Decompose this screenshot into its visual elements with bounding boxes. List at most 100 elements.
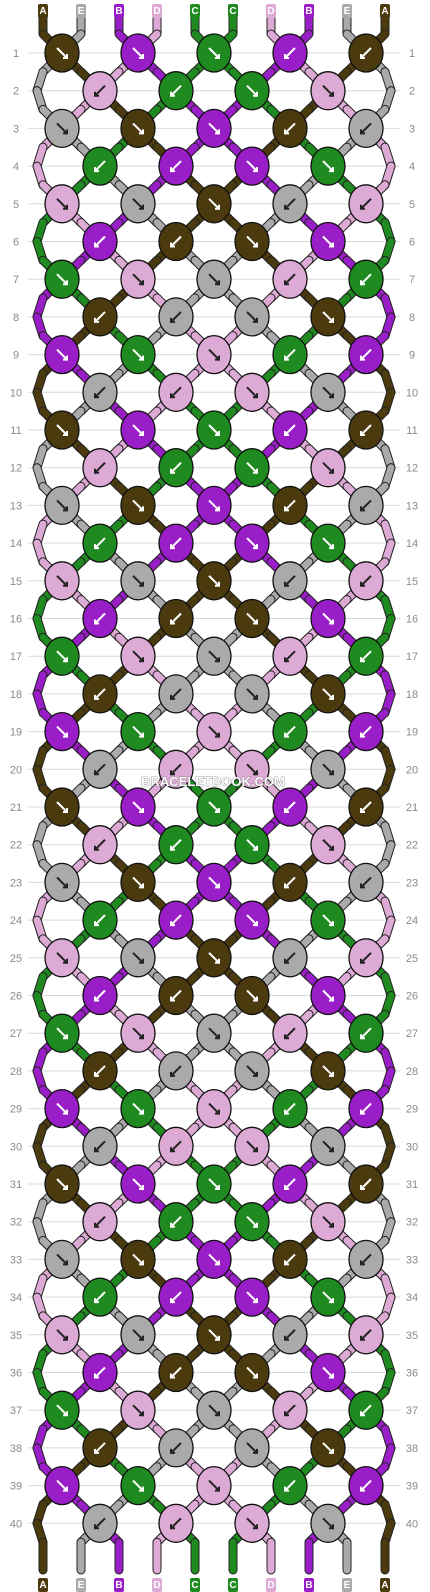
knot-arrow-head-icon xyxy=(329,845,334,851)
row-number-right: 22 xyxy=(406,840,418,852)
knot-arrow-icon xyxy=(132,47,144,59)
knot xyxy=(120,410,156,450)
knot-arrow-head-icon xyxy=(215,1486,220,1492)
knot xyxy=(310,297,346,337)
knot-arrow-head-icon xyxy=(360,657,365,663)
knot xyxy=(272,636,308,676)
knot-arrow-icon xyxy=(94,838,106,851)
knot-arrow-icon xyxy=(322,688,334,700)
knot-arrow-icon xyxy=(208,1253,220,1266)
row-number-right: 17 xyxy=(406,651,418,663)
knot xyxy=(196,561,232,601)
knot xyxy=(310,1126,346,1166)
knot-arrow-head-icon xyxy=(139,129,144,135)
knot-arrow-icon xyxy=(56,1253,68,1266)
knot-arrow-icon xyxy=(170,1517,182,1530)
knot-arrow-head-icon xyxy=(329,91,334,97)
knot-arrow-head-icon xyxy=(284,54,289,59)
knot xyxy=(44,259,80,299)
knot-arrow-head-icon xyxy=(63,506,68,512)
knot xyxy=(82,825,118,865)
thread-letter: C xyxy=(229,6,236,17)
knot xyxy=(272,184,308,224)
knot-arrow-head-icon xyxy=(139,1109,144,1115)
row-number-right: 37 xyxy=(406,1405,418,1417)
knot-arrow-head-icon xyxy=(139,54,144,59)
knot xyxy=(120,1239,156,1280)
knot-arrow-head-icon xyxy=(329,996,334,1002)
thread-letter: B xyxy=(115,6,122,17)
knot-arrow-head-icon xyxy=(360,280,365,286)
knot xyxy=(234,1051,270,1091)
knot xyxy=(310,749,346,789)
thread-letter: B xyxy=(115,1580,122,1591)
knot xyxy=(82,1503,118,1543)
knot-arrow-head-icon xyxy=(215,1109,220,1115)
row-number-right: 38 xyxy=(406,1443,418,1455)
knot-arrow-head-icon xyxy=(360,129,365,135)
row-number-left: 16 xyxy=(10,614,22,626)
knot xyxy=(348,1164,384,1204)
knot-arrow-icon xyxy=(322,1517,334,1530)
knot-arrow-head-icon xyxy=(329,921,334,927)
knot-arrow-icon xyxy=(170,386,182,399)
knot-arrow-icon xyxy=(56,952,68,964)
row-number-left: 14 xyxy=(10,538,22,550)
knot-arrow-head-icon xyxy=(94,921,99,927)
knot xyxy=(272,485,308,526)
thread-letter-bg xyxy=(228,4,238,18)
thread-letter-bg xyxy=(114,4,124,18)
knot xyxy=(82,372,118,412)
knot-arrow-icon xyxy=(132,198,144,210)
knot-arrow-head-icon xyxy=(360,958,365,964)
thread-letter-bg xyxy=(152,1578,162,1592)
knot xyxy=(234,674,270,714)
knot-arrow-head-icon xyxy=(329,1147,334,1153)
knot-arrow-icon xyxy=(56,1027,68,1039)
row-number-right: 31 xyxy=(406,1179,418,1191)
knot xyxy=(196,1315,232,1355)
row-number-right: 24 xyxy=(406,915,418,927)
row-number-left: 26 xyxy=(10,991,22,1003)
knot-arrow-icon xyxy=(246,1215,258,1228)
row-number-right: 5 xyxy=(409,199,415,211)
row-number-left: 29 xyxy=(10,1104,22,1116)
knot-arrow-icon xyxy=(56,1102,68,1115)
knot-arrow-head-icon xyxy=(215,808,220,813)
knot-arrow-head-icon xyxy=(94,1524,99,1530)
knot-arrow-icon xyxy=(132,499,144,512)
thread-letter-bg xyxy=(114,1578,124,1592)
knot xyxy=(234,1428,270,1468)
knot-arrow-head-icon xyxy=(329,770,334,776)
knot-arrow-head-icon xyxy=(139,204,144,210)
knot-arrow-icon xyxy=(322,1065,334,1077)
knot-arrow-icon xyxy=(208,47,220,59)
knot-arrow-icon xyxy=(94,989,106,1002)
knot-arrow-head-icon xyxy=(253,1147,258,1153)
thread-letter-bg xyxy=(190,4,200,18)
knot-arrow-icon xyxy=(94,537,106,549)
knot xyxy=(82,1202,118,1242)
knot xyxy=(272,1088,308,1129)
knot xyxy=(158,1126,194,1166)
knot xyxy=(120,485,156,526)
knot xyxy=(310,448,346,488)
knot-arrow-icon xyxy=(360,198,372,210)
knot-arrow-head-icon xyxy=(63,1185,68,1190)
knot xyxy=(158,900,194,940)
knot-arrow-icon xyxy=(56,122,68,135)
knot-arrow-head-icon xyxy=(139,431,144,436)
knot-arrow-head-icon xyxy=(170,1373,175,1379)
knot xyxy=(310,71,346,111)
knot-arrow-head-icon xyxy=(284,732,289,738)
row-number-left: 12 xyxy=(10,463,22,475)
knot xyxy=(348,711,384,752)
knot-arrow-icon xyxy=(132,650,144,662)
knot-arrow-head-icon xyxy=(215,883,220,889)
knot-arrow-icon xyxy=(322,537,334,549)
thread-letter: E xyxy=(344,6,351,17)
knot-arrow-icon xyxy=(360,499,372,512)
knot xyxy=(272,1465,308,1506)
row-number-left: 10 xyxy=(10,387,22,399)
